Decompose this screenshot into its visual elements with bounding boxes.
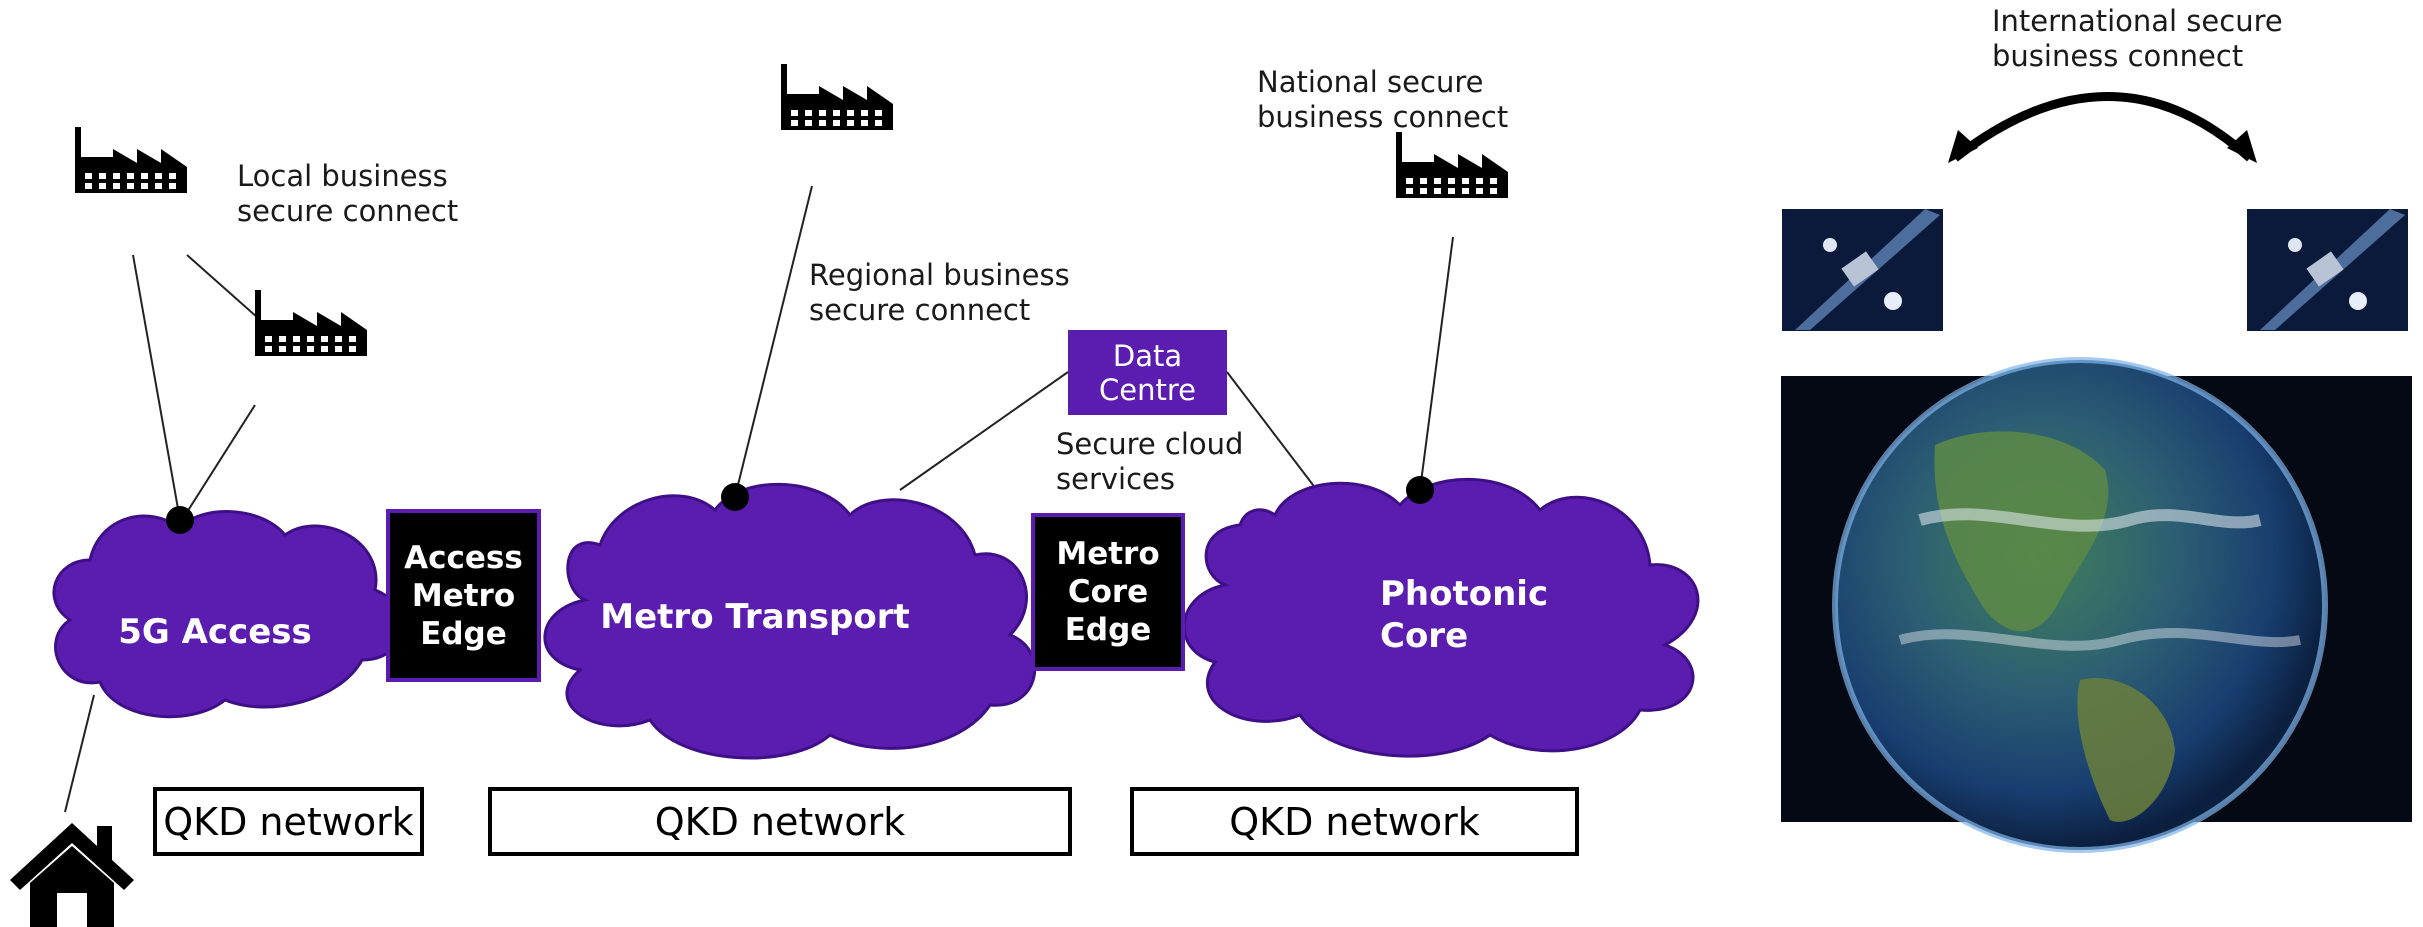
factory-icon [1396,132,1508,198]
connection-lines [64,185,1454,813]
qkd-network-box: QKD network [1130,787,1579,856]
satellite-icon-left [1782,209,1943,331]
international-arrow [1952,92,2254,162]
cloud-label-5g-access: 5G Access [118,612,312,652]
qkd-network-box: QKD network [153,787,424,856]
secure-cloud-services-label: Secure cloud services [1056,427,1244,496]
factory-icon [75,127,187,193]
factory-icon [255,290,367,356]
regional-business-label: Regional business secure connect [809,258,1070,327]
home-icon [10,823,134,927]
access-metro-edge-box: Access Metro Edge [386,509,541,682]
international-business-label: International secure business connect [1992,4,2283,73]
cloud-label-metro-transport: Metro Transport [600,597,910,637]
local-business-label: Local business secure connect [237,159,459,228]
national-business-label: National secure business connect [1257,65,1509,134]
cloud-label-photonic-core: Photonic Core [1380,574,1549,656]
earth-image [1781,357,2412,853]
arrow-head-right-icon [2227,130,2257,163]
cloud-5g-access [52,510,404,719]
arrow-head-left-icon [1948,130,1978,163]
cloud-metro-transport [543,482,1037,760]
qkd-network-box: QKD network [488,787,1072,856]
connection-dots [166,476,1434,534]
factory-icon [781,64,893,130]
satellite-icon-right [2247,209,2408,331]
data-centre-box: Data Centre [1068,330,1227,415]
metro-core-edge-box: Metro Core Edge [1031,513,1185,671]
